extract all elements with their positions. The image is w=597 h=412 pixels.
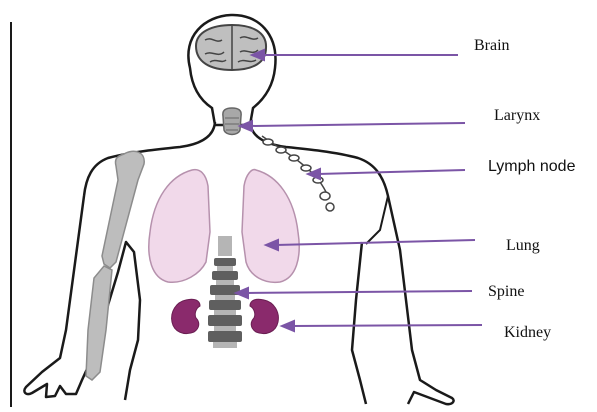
kidney-pointer bbox=[282, 321, 482, 331]
lymph-node-label: Lymph node bbox=[488, 158, 575, 176]
brain-label: Brain bbox=[474, 37, 510, 55]
kidney-right bbox=[250, 299, 278, 333]
larynx-shape bbox=[223, 108, 241, 135]
kidney-left bbox=[172, 299, 200, 333]
larynx-pointer bbox=[240, 121, 465, 131]
spine-label: Spine bbox=[488, 283, 524, 301]
armpit-right bbox=[366, 196, 388, 244]
kidney-label: Kidney bbox=[504, 324, 551, 342]
lung-left bbox=[149, 170, 210, 283]
lymph-node-pointer bbox=[308, 169, 465, 179]
spine-pointer bbox=[236, 288, 472, 298]
brain-pointer bbox=[252, 50, 458, 60]
forearm-bone bbox=[86, 266, 112, 380]
lung-label: Lung bbox=[506, 237, 540, 255]
brain-shape bbox=[196, 25, 266, 70]
torso-side-right bbox=[352, 242, 366, 404]
larynx-label: Larynx bbox=[494, 107, 540, 125]
lung-right bbox=[242, 170, 299, 283]
